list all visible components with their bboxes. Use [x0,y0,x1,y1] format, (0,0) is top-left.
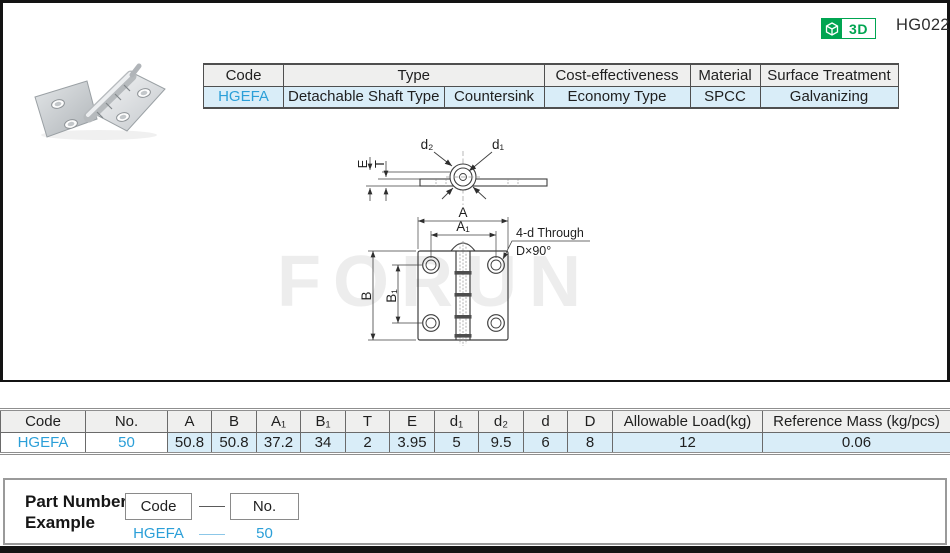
dim-col-e: E [389,408,435,433]
spec-val-type-1: Detachable Shaft Type [283,85,445,109]
part-number-example-box: Part Number Example Code No. HGEFA 50 [3,478,947,545]
dim-label-B1: B₁ [384,289,399,303]
spec-val-type-2: Countersink [443,85,545,109]
dim-col-mass: Reference Mass (kg/pcs) [762,408,950,433]
dim-data-row: HGEFA 50 50.8 50.8 37.2 34 2 3.95 5 9.5 … [0,432,950,455]
spec-header-row: Code Type Cost-effectiveness Material Su… [203,63,899,87]
example-label-line1: Part Number [25,492,128,511]
hinge-pin [129,63,142,78]
spec-val-material: SPCC [689,85,761,109]
dim-val-b: 50.8 [211,432,257,455]
dim-label-A: A [458,205,467,220]
badge-3d-label: 3D [842,18,876,39]
spec-val-cost: Economy Type [543,85,691,109]
dim-label-E: E [356,159,370,168]
dim-val-d1: 5 [434,432,479,455]
dim-col-b1: B₁ [300,408,346,433]
dim-col-b: B [211,408,257,433]
spec-table: Code Type Cost-effectiveness Material Su… [203,63,899,109]
dim-val-no[interactable]: 50 [85,432,168,455]
dim-val-dcap: 8 [567,432,613,455]
dim-col-a: A [167,408,212,433]
part-number-example-label: Part Number Example [25,491,127,533]
knuckle [450,241,476,346]
dim-label-d1: d₁ [492,137,505,152]
dim-col-no: No. [85,408,168,433]
note-4d-through: 4-d Through [516,226,584,240]
dim-label-B: B [359,291,374,300]
example-no-value[interactable]: 50 [256,525,273,542]
spec-val-surface: Galvanizing [759,85,899,109]
spec-col-material: Material [689,63,761,87]
dim-col-dcap: D [567,408,613,433]
dim-val-load: 12 [612,432,763,455]
spec-col-surface: Surface Treatment [759,63,899,87]
spec-col-code: Code [203,63,284,87]
dim-val-b1: 34 [300,432,346,455]
note-d90: D×90° [516,244,551,258]
dim-col-d: d [523,408,568,433]
dim-label-d2: d₂ [421,137,434,152]
example-code-box: Code [125,493,192,520]
front-holes [422,256,505,332]
dim-header-row: Code No. A B A₁ B₁ T E d₁ d₂ d D Allowab… [0,408,950,433]
front-view [368,217,590,346]
dim-val-e: 3.95 [389,432,435,455]
hinge-holes [51,88,151,129]
example-no-box: No. [230,493,299,520]
dim-label-A1: A₁ [456,219,470,234]
dim-col-code: Code [0,408,86,433]
spec-col-type: Type [283,63,545,87]
watermark-logo: FORUN [277,242,593,322]
dim-col-d1: d₁ [434,408,479,433]
page-bottom-rule [0,546,950,553]
spec-col-cost: Cost-effectiveness [543,63,691,87]
hinge-barrel [83,63,142,123]
hinge-left-leaf [34,80,98,138]
part-series-code: HG022 [896,16,950,34]
dim-col-d2: d₂ [478,408,524,433]
dim-val-mass: 0.06 [762,432,950,455]
dim-col-t: T [345,408,390,433]
technical-drawing: E T d₂ d₁ [356,137,590,346]
spec-val-code[interactable]: HGEFA [203,85,284,109]
dim-val-code[interactable]: HGEFA [0,432,86,455]
side-view [366,151,548,205]
dim-col-a1: A₁ [256,408,301,433]
cube-3d-icon [821,18,842,39]
example-dash [199,506,225,507]
dim-val-a: 50.8 [167,432,212,455]
dim-col-load: Allowable Load(kg) [612,408,763,433]
dim-val-a1: 37.2 [256,432,301,455]
example-code-value[interactable]: HGEFA [133,525,184,542]
dim-val-d: 6 [523,432,568,455]
example-dash-blue [199,534,225,535]
badge-3d[interactable]: 3D [821,18,876,39]
spec-data-row: HGEFA Detachable Shaft Type Countersink … [203,85,899,109]
dimension-table: Code No. A B A₁ B₁ T E d₁ d₂ d D Allowab… [0,408,950,455]
example-label-line2: Example [25,513,95,532]
dim-label-T: T [372,160,387,168]
main-content-box: 3D HG022 Code Type Cost-effectiveness Ma… [0,0,950,382]
dim-val-d2: 9.5 [478,432,524,455]
dim-val-t: 2 [345,432,390,455]
product-photo [34,63,166,140]
